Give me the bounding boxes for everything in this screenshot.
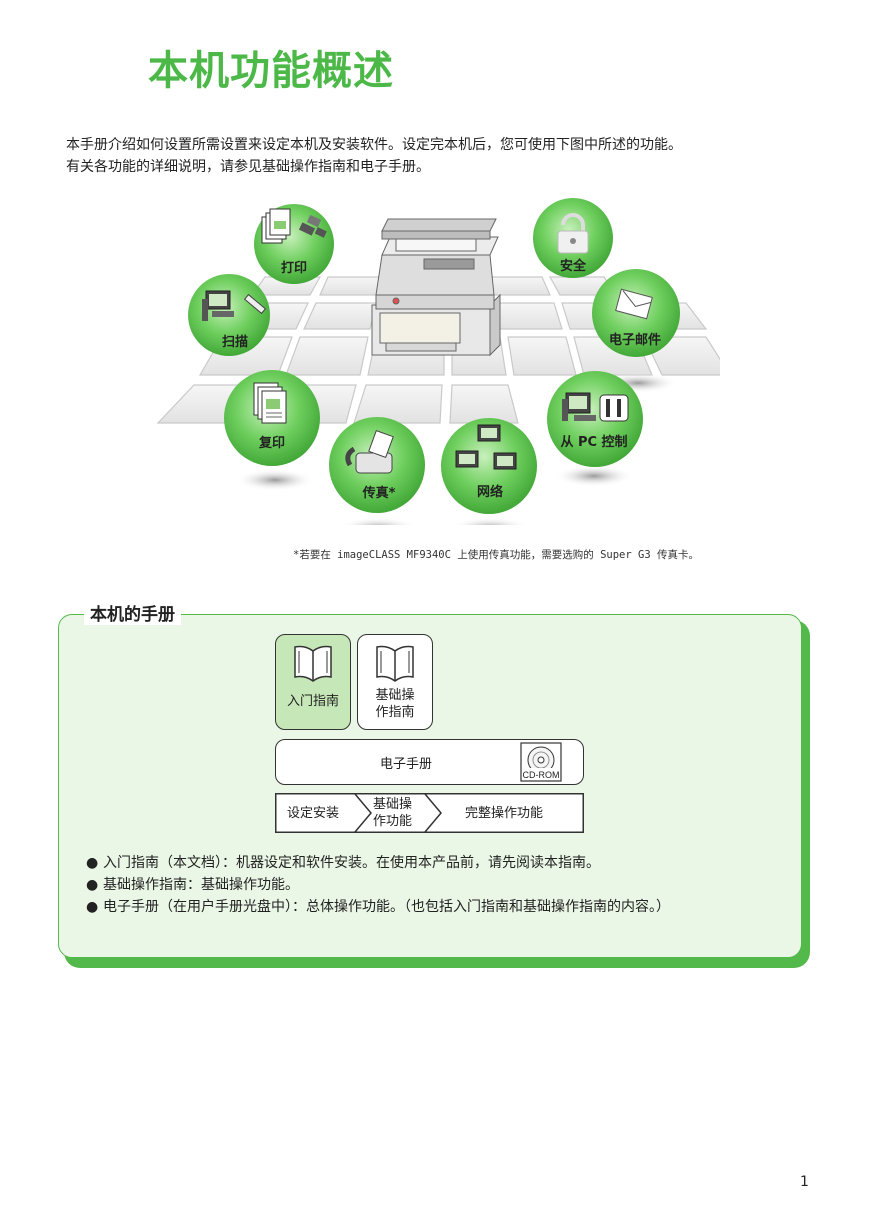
- page-number: 1: [800, 1174, 809, 1190]
- function-flow: 设定安装 基础操 作功能 完整操作功能: [275, 793, 584, 833]
- intro-line-2: 有关各功能的详细说明，请参见基础操作指南和电子手册。: [66, 159, 430, 175]
- flow-basic-line-1: 基础操: [373, 797, 413, 812]
- printer-icon: [371, 218, 501, 357]
- feature-label-email: 电子邮件: [608, 333, 662, 348]
- feature-label-scan: 扫描: [221, 335, 249, 350]
- feature-label-network: 网络: [476, 485, 504, 500]
- feature-diagram-graphic: [156, 198, 732, 539]
- cdrom-icon: CD-ROM: [520, 742, 562, 782]
- fax-footnote: *若要在 imageCLASS MF9340C 上使用传真功能，需要选购的 Su…: [293, 549, 699, 561]
- bubble-print: [254, 204, 334, 284]
- bubble-copy: [224, 370, 320, 466]
- basic-guide-label-1: 基础操: [375, 688, 415, 703]
- bullet-text-3: 电子手册（在用户手册光盘中）：总体操作功能。（也包括入门指南和基础操作指南的内容…: [103, 899, 670, 915]
- starter-guide-card: 入门指南: [275, 634, 351, 730]
- e-manual-bar: 电子手册 CD-ROM: [275, 739, 584, 785]
- flow-basic: 基础操 作功能: [373, 796, 412, 830]
- cdrom-label: CD-ROM: [523, 770, 560, 780]
- bullet-mark: ●: [86, 899, 99, 915]
- bullet-text-2: 基础操作指南：基础操作功能。: [103, 877, 299, 893]
- book-icon: [294, 645, 332, 682]
- flow-frame: [275, 793, 584, 833]
- bubble-scan: [188, 274, 270, 356]
- feature-label-copy: 复印: [258, 436, 286, 451]
- bubble-remote: [547, 371, 643, 467]
- bullet-text-1: 入门指南（本文档）：机器设定和软件安装。在使用本产品前，请先阅读本指南。: [103, 855, 600, 871]
- starter-guide-label: 入门指南: [286, 694, 339, 709]
- bubble-email: [592, 269, 680, 357]
- basic-guide-card: 基础操 作指南: [357, 634, 433, 730]
- book-icon: [376, 645, 414, 682]
- intro-text: 本手册介绍如何设置所需设置来设定本机及安装软件。设定完本机后，您可使用下图中所述…: [66, 134, 682, 178]
- manual-descriptions: ● 入门指南（本文档）：机器设定和软件安装。在使用本产品前，请先阅读本指南。 ●…: [86, 852, 766, 918]
- bubble-fax: [329, 417, 425, 513]
- feature-label-security: 安全: [559, 259, 587, 274]
- e-manual-label: 电子手册: [380, 757, 433, 772]
- basic-guide-label-2: 作指南: [375, 705, 415, 720]
- list-item: ● 电子手册（在用户手册光盘中）：总体操作功能。（也包括入门指南和基础操作指南的…: [86, 896, 766, 918]
- bullet-mark: ●: [86, 877, 99, 893]
- flow-full: 完整操作功能: [465, 806, 544, 821]
- flow-setup: 设定安装: [287, 806, 340, 821]
- bullet-mark: ●: [86, 855, 99, 871]
- page-title: 本机功能概述: [148, 48, 394, 94]
- list-item: ● 入门指南（本文档）：机器设定和软件安装。在使用本产品前，请先阅读本指南。: [86, 852, 766, 874]
- feature-label-print: 打印: [280, 261, 308, 276]
- flow-basic-line-2: 作功能: [373, 814, 413, 829]
- intro-line-1: 本手册介绍如何设置所需设置来设定本机及安装软件。设定完本机后，您可使用下图中所述…: [66, 137, 682, 153]
- manuals-section-title: 本机的手册: [84, 600, 181, 625]
- feature-diagram: 打印 安全 扫描 电子邮件 复印 从 PC 控制 传真* 网络: [150, 195, 732, 539]
- feature-label-remote: 从 PC 控制: [560, 435, 628, 450]
- bubble-network: [441, 418, 537, 514]
- feature-label-fax: 传真*: [362, 486, 396, 501]
- bubble-security: [533, 198, 613, 278]
- list-item: ● 基础操作指南：基础操作功能。: [86, 874, 766, 896]
